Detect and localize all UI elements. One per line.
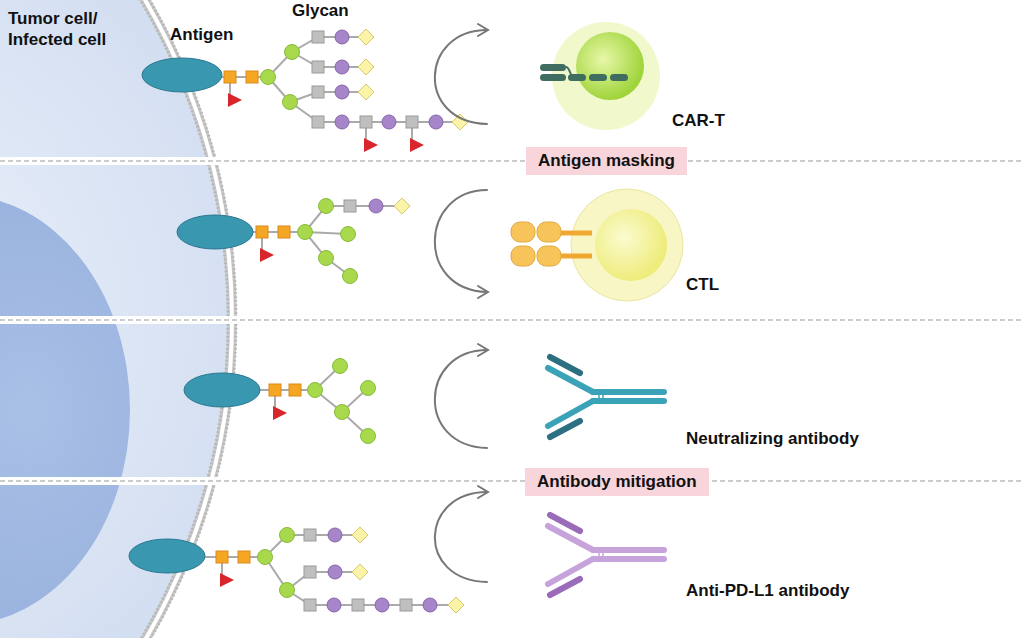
text-label: CAR-T	[672, 110, 725, 131]
text-label: Anti-PD-L1 antibody	[686, 580, 849, 601]
text-label: Antigen	[170, 24, 233, 45]
band-title: Antibody mitigation	[537, 472, 697, 492]
text-label: CTL	[686, 274, 719, 295]
category-band-label: Antibody mitigation	[525, 468, 709, 496]
band-title: Antigen masking	[538, 151, 675, 171]
text-label: Tumor cell/ Infected cell	[8, 8, 126, 51]
text-label: Glycan	[292, 0, 349, 21]
category-band-label: Antigen masking	[526, 147, 687, 175]
text-label: Neutralizing antibody	[686, 428, 859, 449]
